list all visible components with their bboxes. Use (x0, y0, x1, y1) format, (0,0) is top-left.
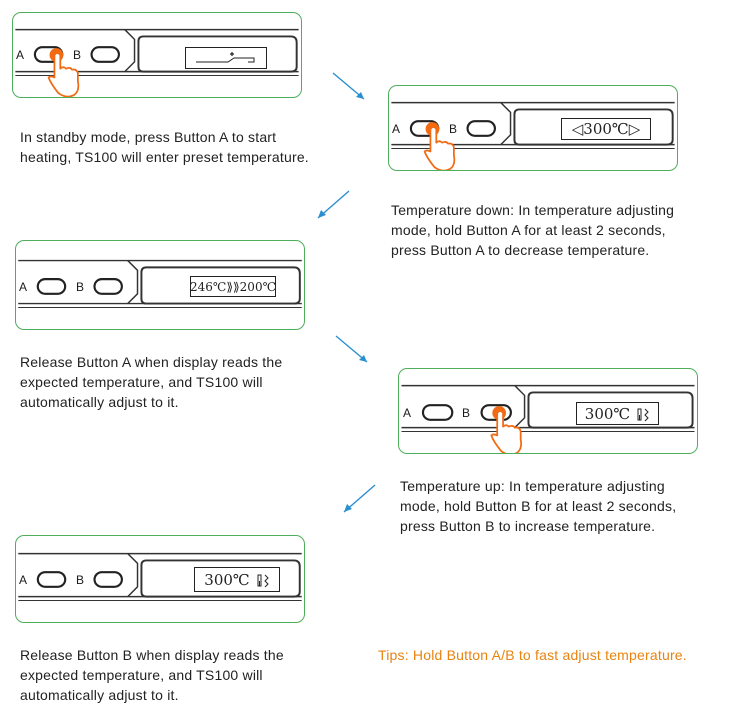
button-a-label: A (19, 573, 28, 587)
button-a-label: A (392, 122, 401, 136)
button-b-label: B (73, 48, 82, 62)
button-b-label: B (76, 280, 85, 294)
heating-icon (637, 408, 649, 421)
arrow-down-right-icon (335, 335, 368, 363)
arrow-down-left-icon (317, 190, 350, 219)
button-b-label: B (462, 406, 471, 420)
ts100-device (391, 101, 675, 170)
button-a-label: A (403, 406, 412, 420)
step3-display: 246℃⟫⟫200℃ (190, 276, 276, 297)
ts100-device (18, 259, 302, 308)
ts100-device (401, 384, 695, 453)
ts100-device (18, 552, 302, 601)
tips-text: Tips: Hold Button A/B to fast adjust tem… (378, 647, 687, 663)
ts100-device (15, 28, 299, 97)
step3-panel: A B 246℃⟫⟫200℃ (15, 240, 305, 330)
step4-display: 300℃ (576, 402, 659, 425)
step3-description: Release Button A when display reads the … (20, 354, 283, 410)
button-a-label: A (16, 48, 25, 62)
step2-description: Temperature down: In temperature adjusti… (391, 202, 675, 258)
arrow-down-left-icon (343, 484, 376, 513)
step1-display (185, 47, 267, 69)
hand-pointer-icon (47, 52, 80, 97)
step2-panel: A B ◁300℃▷ (388, 85, 678, 171)
button-a-label: A (19, 280, 28, 294)
arrow-down-right-icon (332, 72, 365, 100)
step1-panel: A B (12, 12, 302, 98)
step5-description: Release Button B when display reads the … (20, 647, 284, 703)
button-b-label: B (76, 573, 85, 587)
hand-pointer-icon (490, 410, 523, 453)
heating-icon (196, 52, 255, 63)
step4-description: Temperature up: In temperature adjusting… (400, 478, 677, 534)
hand-pointer-icon (423, 126, 456, 170)
step5-display: 300℃ (194, 567, 280, 592)
step1-description: In standby mode, press Button A to start… (20, 129, 309, 165)
button-b-label: B (449, 122, 458, 136)
step5-panel: A B 300℃ (15, 535, 305, 623)
step2-display: ◁300℃▷ (561, 118, 651, 140)
heating-icon (257, 574, 269, 587)
step4-panel: A B 300℃ (398, 368, 698, 454)
